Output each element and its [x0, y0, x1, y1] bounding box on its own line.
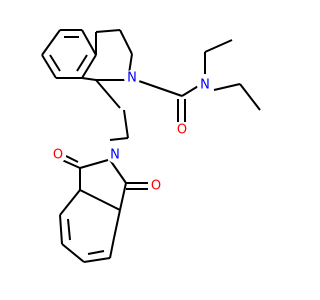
bond [109, 237, 115, 259]
bond [81, 54, 97, 79]
bond [41, 54, 57, 79]
atom-n-ring: N [124, 70, 140, 86]
bond [181, 84, 201, 97]
bond [204, 39, 233, 53]
atom-labels: N N O N O O [50, 70, 213, 194]
bond [119, 182, 127, 211]
bond [239, 83, 261, 111]
atom-o-imide-bottom: O [148, 178, 164, 194]
structure-diagram: N N O N O O [41, 29, 261, 263]
bond [49, 54, 61, 72]
bond [83, 257, 111, 263]
bond [81, 29, 97, 56]
atom-label: O [53, 148, 63, 163]
bond [41, 29, 61, 56]
bond [61, 159, 81, 169]
bonds [41, 29, 261, 263]
bond [119, 29, 133, 55]
bond [65, 155, 79, 163]
bond [79, 189, 121, 211]
atom-n-imide: N [107, 147, 123, 163]
bond [109, 137, 129, 141]
bond [61, 243, 85, 263]
bond [135, 79, 183, 97]
bond [109, 159, 127, 184]
atom-label: N [110, 148, 120, 163]
atom-label: N [200, 78, 210, 93]
bond [95, 79, 121, 109]
atom-n-amide: N [197, 77, 213, 93]
atom-o-amide: O [174, 122, 190, 138]
bond [81, 77, 97, 81]
atom-label: O [151, 179, 161, 194]
bond [76, 54, 88, 72]
bond [59, 214, 63, 245]
bond [59, 189, 81, 216]
bond [113, 209, 121, 239]
bond [123, 109, 129, 139]
bond [213, 83, 241, 91]
bond [67, 218, 71, 241]
atom-label: N [127, 71, 137, 86]
atom-o-imide-top: O [50, 147, 66, 163]
bond [79, 159, 109, 169]
atom-label: O [177, 123, 187, 138]
bond [95, 29, 121, 33]
bond [87, 250, 105, 255]
